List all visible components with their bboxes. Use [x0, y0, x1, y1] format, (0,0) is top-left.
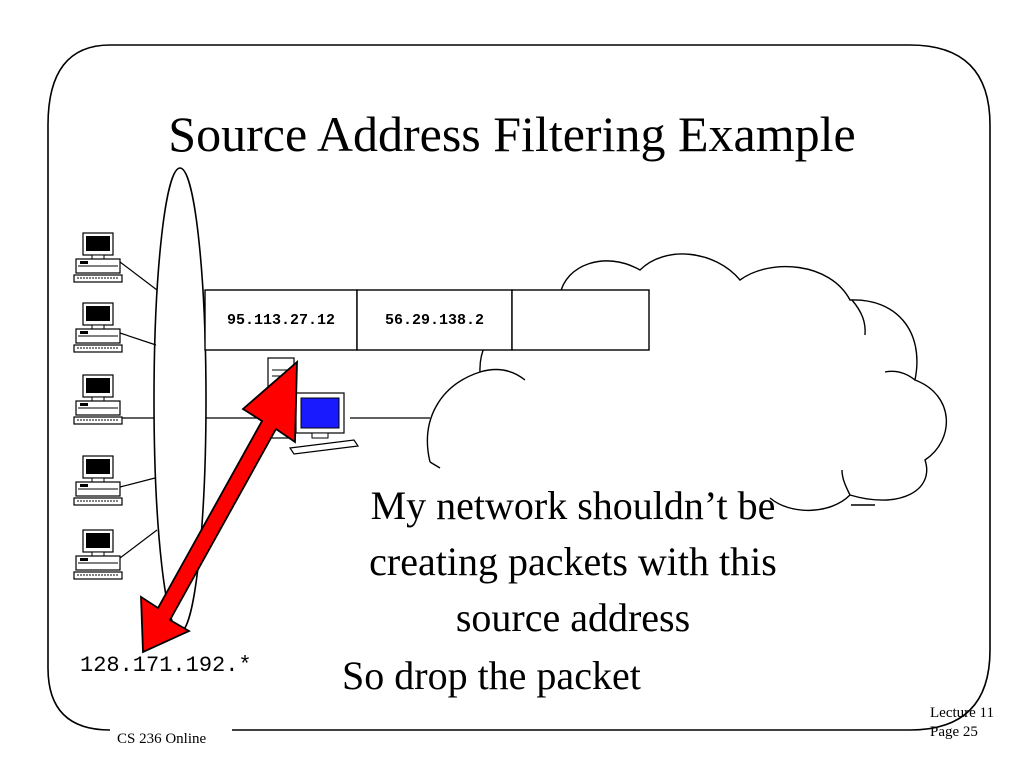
- message-line: source address: [455, 595, 691, 640]
- packet-empty-field: [512, 290, 649, 350]
- desktop-computer-icon: [73, 302, 123, 353]
- desktop-computer-icon: [73, 455, 123, 506]
- lecture-page-label: Lecture 11 Page 25: [930, 704, 994, 742]
- desktop-computer-icon: [73, 529, 123, 580]
- lecture-number: Lecture 11: [930, 705, 994, 721]
- page-number: Page 25: [930, 724, 978, 740]
- course-label: CS 236 Online: [117, 731, 207, 747]
- red-arrow-icon: [140, 359, 298, 654]
- desktop-computer-icon: [73, 232, 123, 283]
- slide-title: Source Address Filtering Example: [168, 106, 856, 162]
- message-line: creating packets with this: [369, 539, 777, 584]
- drop-text: So drop the packet: [342, 653, 641, 698]
- message-text: My network shouldn’t be creating packets…: [332, 478, 814, 646]
- packet-source-field: 95.113.27.12: [226, 311, 336, 329]
- packet-destination-field: 56.29.138.2: [384, 311, 485, 329]
- packet: [204, 289, 650, 351]
- network-address: 128.171.192.*: [80, 653, 252, 678]
- slide-frame: [47, 44, 991, 731]
- desktop-computer-icon: [73, 374, 123, 425]
- connection-lines: [119, 261, 430, 559]
- message-line: My network shouldn’t be: [370, 483, 776, 528]
